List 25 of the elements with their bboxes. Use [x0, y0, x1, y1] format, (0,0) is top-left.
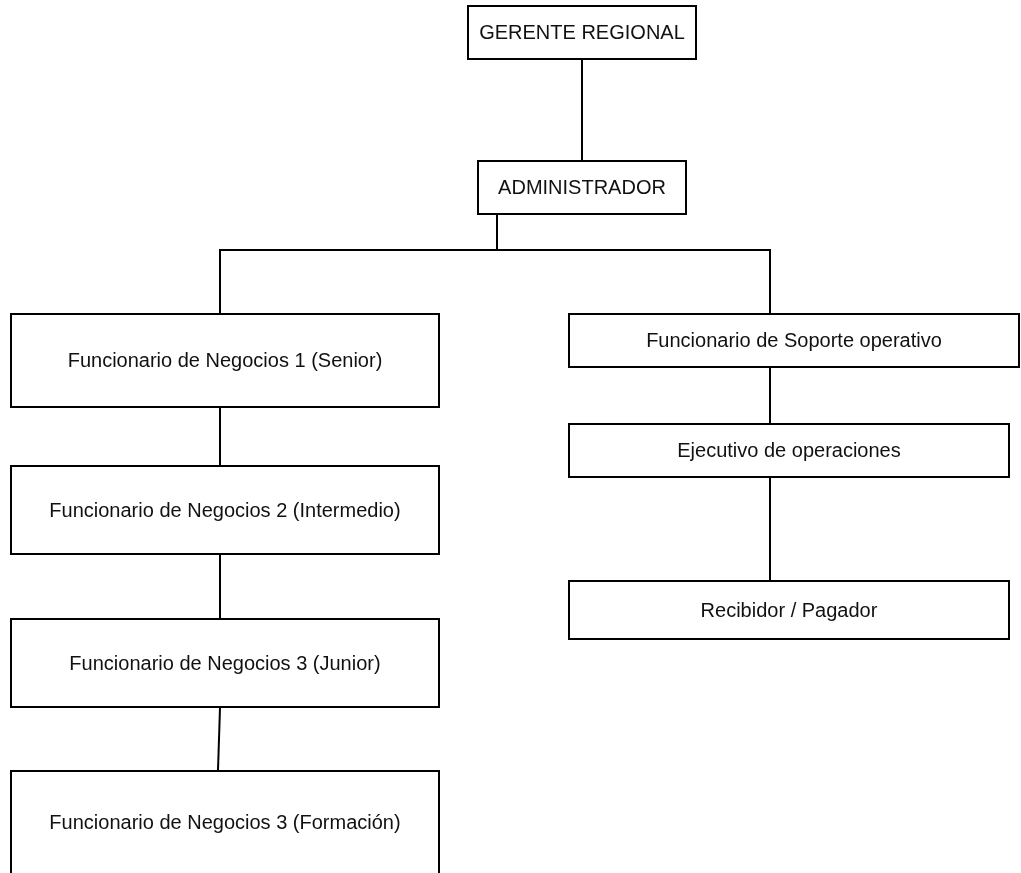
position-box — [10, 313, 440, 408]
position-title: Funcionario de Negocios 2 (Intermedio) — [49, 497, 401, 523]
position-box — [477, 160, 687, 215]
position-box — [568, 423, 1010, 478]
connector-line — [581, 59, 583, 161]
position-box — [10, 618, 440, 708]
connector-line — [219, 554, 221, 619]
position-title: Ejecutivo de operaciones — [677, 438, 901, 463]
position-box — [10, 770, 440, 873]
position-title: Funcionario de Negocios 1 (Senior) — [67, 348, 383, 373]
position-title: GERENTE REGIONAL — [479, 20, 685, 45]
connector-line — [219, 407, 221, 466]
connector-line — [217, 707, 221, 771]
connector-line — [496, 214, 771, 314]
position-title: Funcionario de Negocios 3 (Formación) — [49, 810, 401, 835]
position-box — [568, 580, 1010, 640]
position-box — [568, 313, 1020, 368]
connector-line — [769, 367, 771, 424]
position-title: ADMINISTRADOR — [498, 175, 666, 200]
connector-line — [769, 477, 771, 581]
position-title: Recibidor / Pagador — [700, 597, 878, 623]
position-title: Funcionario de Soporte operativo — [646, 328, 942, 353]
position-box — [10, 465, 440, 555]
position-title: Funcionario de Negocios 3 (Junior) — [69, 650, 381, 676]
position-box — [467, 5, 697, 60]
